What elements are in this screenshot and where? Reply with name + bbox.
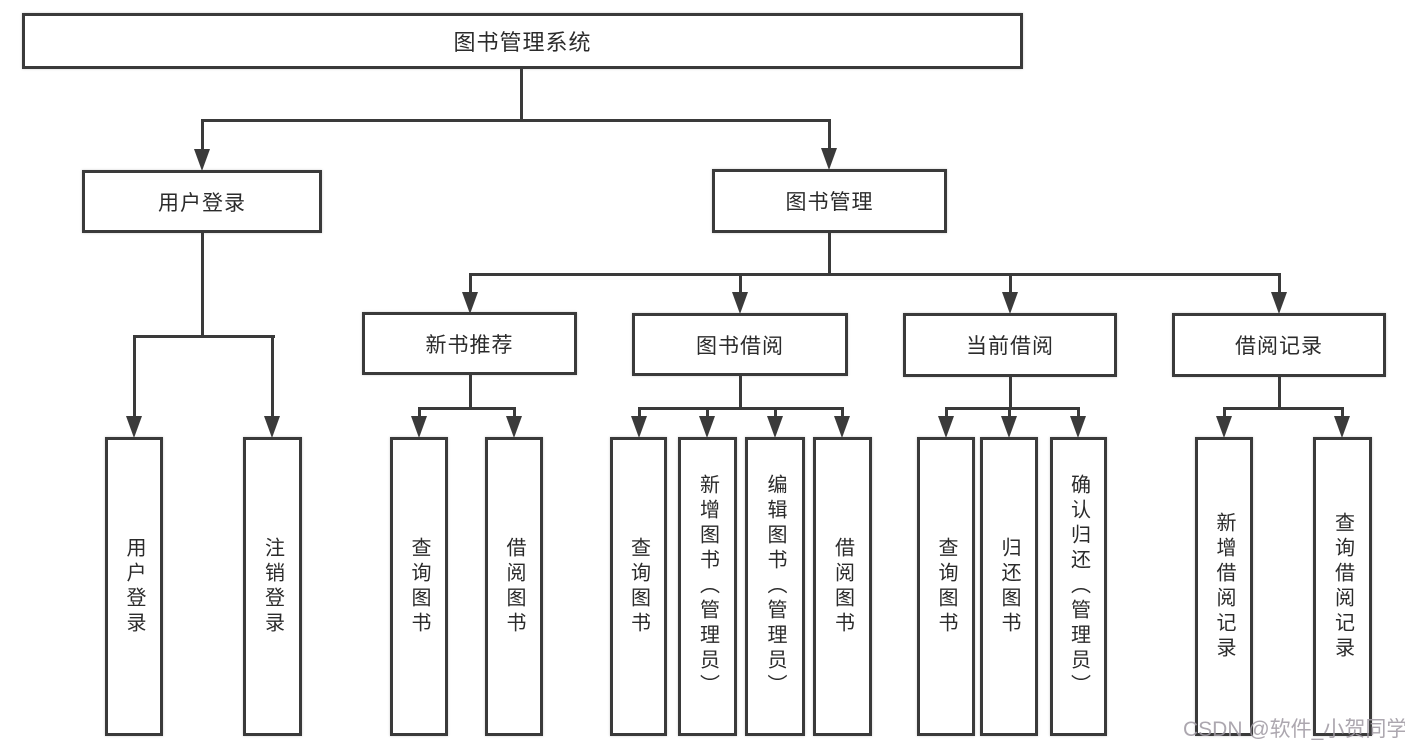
connector-line: [418, 407, 421, 419]
leaf-query-books-recommend: 查询图书: [390, 437, 448, 736]
connector-line: [133, 335, 136, 419]
connector-line: [739, 376, 742, 407]
connector-line: [469, 375, 472, 407]
arrow-down-icon: [462, 292, 478, 314]
connector-line: [828, 233, 831, 273]
connector-line: [513, 407, 516, 419]
connector-line: [841, 407, 844, 419]
connector-line: [1009, 273, 1012, 295]
connector-line: [133, 335, 275, 338]
connector-line: [945, 407, 948, 419]
node-book-borrowing: 图书借阅: [632, 313, 848, 376]
connector-line: [638, 407, 641, 419]
node-book-management: 图书管理: [712, 169, 947, 233]
connector-line: [1341, 407, 1344, 419]
connector-line: [945, 407, 1079, 410]
arrow-down-icon: [938, 416, 954, 438]
arrow-down-icon: [699, 416, 715, 438]
connector-line: [201, 233, 204, 335]
connector-line: [1008, 407, 1011, 419]
leaf-logout: 注销登录: [243, 437, 302, 736]
leaf-borrow-books-recommend: 借阅图书: [485, 437, 543, 736]
node-borrowing-records: 借阅记录: [1172, 313, 1386, 377]
connector-line: [418, 407, 516, 410]
connector-line: [201, 119, 204, 152]
connector-line: [469, 273, 472, 295]
connector-line: [469, 273, 1281, 276]
leaf-add-books-admin: 新增图书（管理员）: [678, 437, 737, 736]
node-current-borrowing: 当前借阅: [903, 313, 1117, 377]
arrow-down-icon: [411, 416, 427, 438]
leaf-user-login: 用户登录: [105, 437, 163, 736]
arrow-down-icon: [1001, 416, 1017, 438]
connector-line: [739, 273, 742, 295]
node-new-book-recommend: 新书推荐: [362, 312, 577, 375]
connector-line: [520, 69, 523, 119]
node-user-login: 用户登录: [82, 170, 322, 233]
connector-line: [271, 335, 274, 419]
connector-line: [1077, 407, 1080, 419]
connector-line: [1223, 407, 1226, 419]
arrow-down-icon: [732, 292, 748, 314]
arrow-down-icon: [834, 416, 850, 438]
connector-line: [828, 119, 831, 151]
arrow-down-icon: [264, 416, 280, 438]
connector-line: [201, 119, 831, 122]
arrow-down-icon: [1334, 416, 1350, 438]
connector-line: [1223, 407, 1344, 410]
connector-line: [638, 407, 844, 410]
connector-line: [1278, 377, 1281, 407]
leaf-borrow-books-borrowing: 借阅图书: [813, 437, 872, 736]
arrow-down-icon: [506, 416, 522, 438]
connector-line: [774, 407, 777, 419]
leaf-edit-books-admin: 编辑图书（管理员）: [745, 437, 805, 736]
leaf-query-books-current: 查询图书: [917, 437, 975, 736]
leaf-return-books: 归还图书: [980, 437, 1038, 736]
arrow-down-icon: [1002, 292, 1018, 314]
arrow-down-icon: [821, 148, 837, 170]
leaf-confirm-return-admin: 确认归还（管理员）: [1050, 437, 1107, 736]
leaf-add-borrow-record: 新增借阅记录: [1195, 437, 1253, 736]
arrow-down-icon: [1216, 416, 1232, 438]
arrow-down-icon: [126, 416, 142, 438]
watermark: CSDN @软件_小贺同学: [1183, 718, 1405, 741]
connector-line: [1278, 273, 1281, 295]
arrow-down-icon: [1271, 292, 1287, 314]
connector-line: [1009, 377, 1012, 407]
arrow-down-icon: [1070, 416, 1086, 438]
leaf-query-books-borrowing: 查询图书: [610, 437, 667, 736]
leaf-query-borrow-record: 查询借阅记录: [1313, 437, 1372, 736]
arrow-down-icon: [194, 149, 210, 171]
node-root: 图书管理系统: [22, 13, 1023, 69]
arrow-down-icon: [767, 416, 783, 438]
arrow-down-icon: [631, 416, 647, 438]
connector-line: [706, 407, 709, 419]
